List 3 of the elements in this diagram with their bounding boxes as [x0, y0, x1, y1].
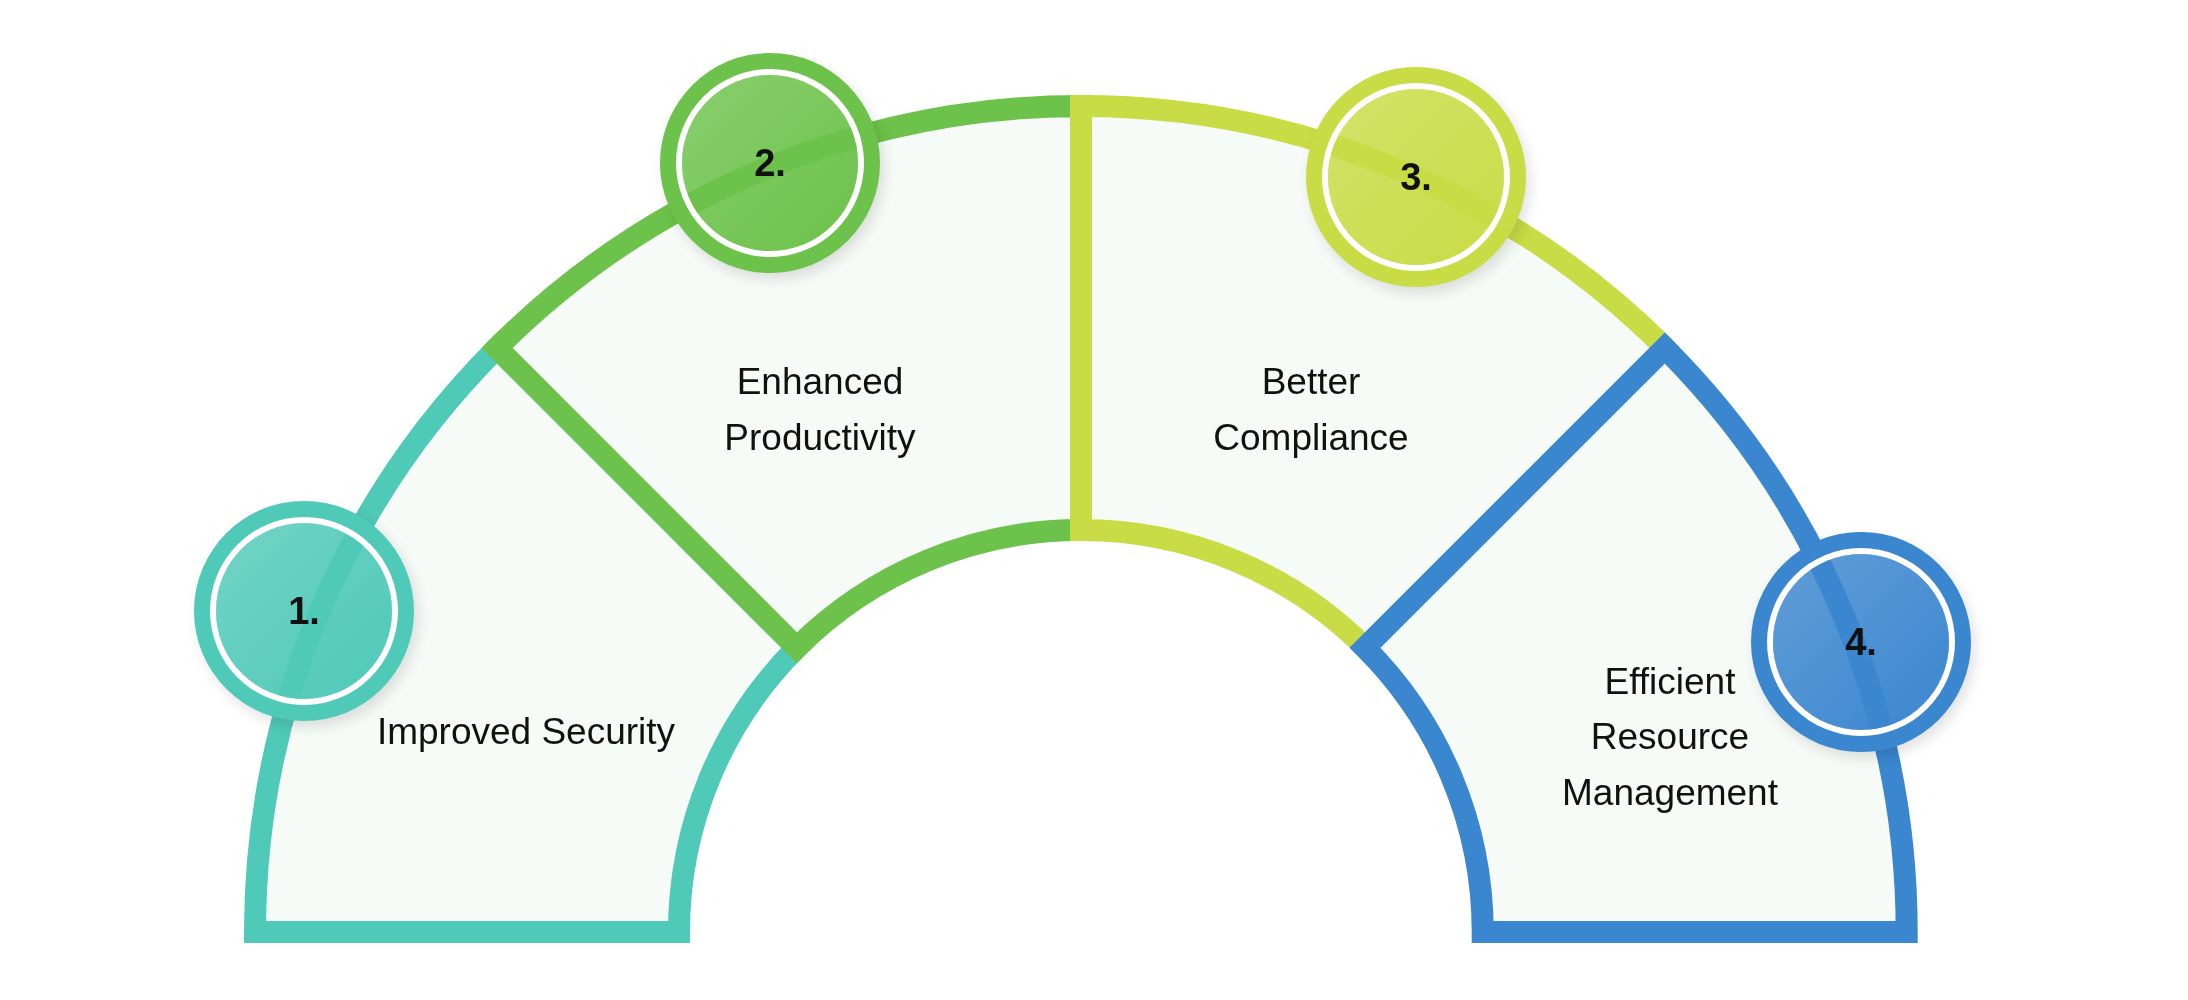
benefit-label: Improved Security [376, 710, 676, 755]
benefit-label: Enhanced Productivity [723, 359, 917, 460]
benefit-label: Better Compliance [1212, 359, 1410, 460]
